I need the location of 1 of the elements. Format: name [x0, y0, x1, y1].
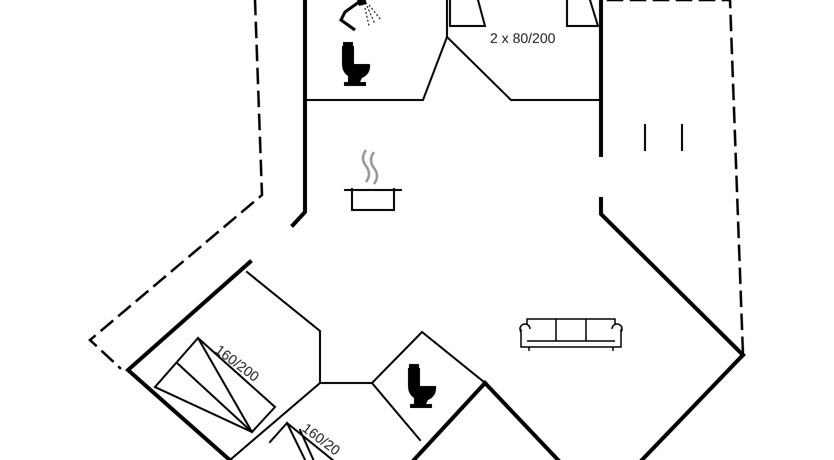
bed-size-label: 2 x 80/200	[490, 31, 556, 45]
